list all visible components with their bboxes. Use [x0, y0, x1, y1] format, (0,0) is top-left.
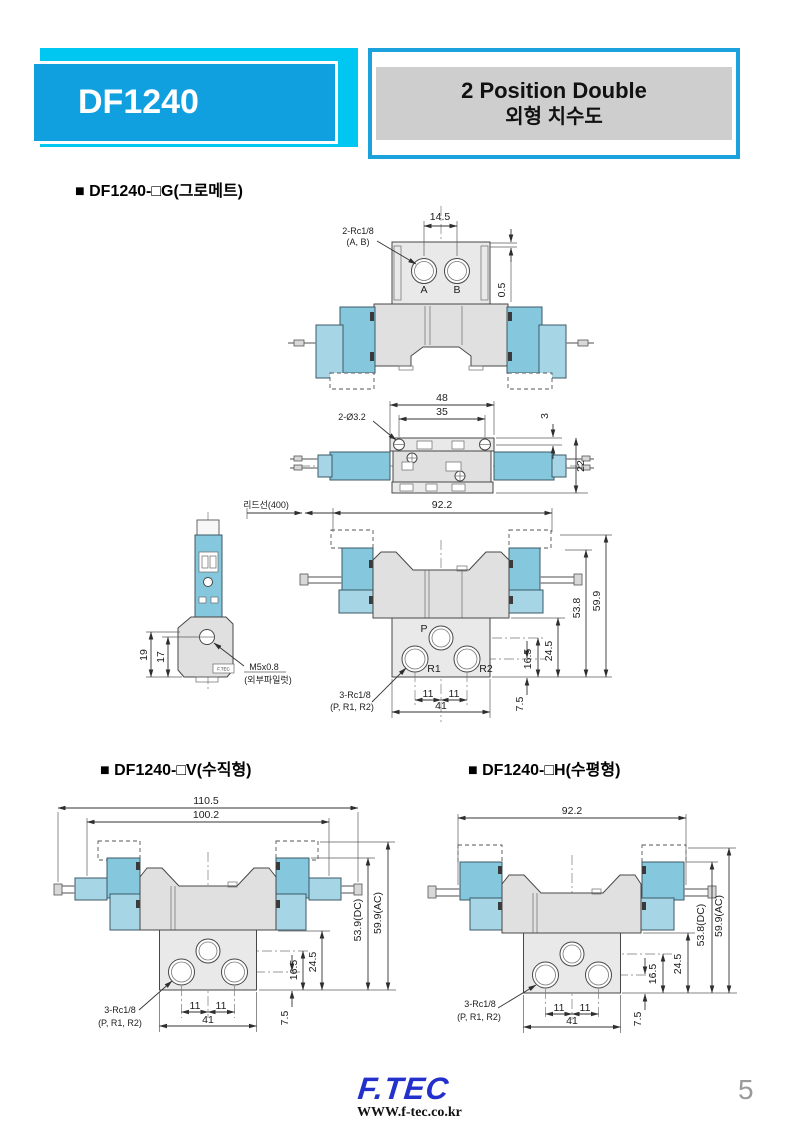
dim-110-5: 110.5 [193, 795, 219, 807]
dimension-lines [376, 221, 517, 302]
page-title-line2: 외형 치수도 [505, 106, 603, 129]
solenoid-left-plan [290, 451, 391, 481]
port-b-hole [444, 258, 470, 284]
solenoid-side [194, 534, 223, 618]
dimension-lines [57, 805, 396, 1032]
section-label-horizontal: ■ DF1240-□H(수평형) [468, 762, 621, 779]
page-title-line1: 2 Position Double [461, 77, 647, 103]
dim-0-5: 0.5 [496, 283, 508, 298]
port-a-hole [411, 258, 437, 284]
solenoid-left-h [427, 844, 504, 931]
section-label-grommet: ■ DF1240-□G(그로메트) [75, 183, 244, 200]
drawing-g-side-view: F.TEC 19 17 M5x0.8 (외부파일럿) [138, 512, 292, 690]
dim-16-5: 16.5 [522, 649, 534, 670]
port-r2-hole [453, 645, 481, 673]
dim-92-2: 92.2 [432, 499, 453, 511]
drawing-h-view: 92.2 53.8(DC) 59.9(AC) 16.5 24.5 7.5 11 … [427, 805, 737, 1033]
dim-3: 3 [539, 413, 551, 419]
valve-body [373, 303, 509, 367]
dim-48: 48 [436, 392, 448, 404]
port-r1-label: R1 [427, 663, 441, 675]
dim-35: 35 [436, 406, 448, 418]
dimension-lines [246, 508, 612, 718]
lead-wire-label: 리드선(400) [243, 500, 289, 510]
dim-24-5-v: 24.5 [307, 952, 319, 973]
model-name: DF1240 [78, 83, 199, 121]
dim-22: 22 [575, 460, 587, 472]
dim-11-right: 11 [449, 688, 460, 700]
dim-7-5-h: 7.5 [632, 1012, 644, 1027]
solenoid-left [288, 306, 376, 390]
dimension-lines [372, 401, 588, 494]
port-p-hole [428, 625, 454, 651]
website-url: WWW.f-tec.co.kr [357, 1105, 462, 1120]
dim-11-left: 11 [423, 688, 434, 700]
valve-body-h [501, 874, 642, 934]
dim-92-2-h: 92.2 [562, 805, 583, 817]
port-b-label: B [453, 284, 460, 296]
drawing-g-plan-view: 48 35 2-Ø3.2 3 22 [290, 392, 594, 494]
port-a-label: A [420, 284, 427, 296]
dimension-lines [457, 814, 737, 1033]
section-label-vertical: ■ DF1240-□V(수직형) [100, 762, 252, 779]
drawing-g-top-view: A B [288, 206, 594, 390]
dim-dc-v: 53.9(DC) [352, 899, 364, 942]
dim-19: 19 [138, 649, 150, 661]
dim-ac-h: 59.9(AC) [713, 895, 725, 937]
solenoid-right-v [272, 840, 363, 931]
callout-ab: (A, B) [346, 237, 369, 247]
dim-11-right-v: 11 [216, 1000, 227, 1012]
dim-100-2: 100.2 [193, 809, 219, 821]
solenoid-right-front [506, 529, 583, 614]
callout-pilot: (외부파일럿) [244, 674, 291, 685]
dim-ac-v: 59.9(AC) [372, 892, 384, 934]
callout-pr1r2: (P, R1, R2) [330, 702, 374, 712]
callout-3rc18: 3-Rc1/8 [339, 690, 371, 700]
body-brand-label: F.TEC [217, 667, 230, 672]
dim-41-h: 41 [566, 1015, 578, 1027]
callout-m5: M5x0.8 [249, 662, 279, 672]
drawing-v-view: 110.5 100.2 53.9(DC) 59.9(AC) 16.5 24.5 … [53, 795, 396, 1032]
port-r2-label: R2 [479, 663, 493, 675]
callout-2d32: 2-Ø3.2 [338, 412, 366, 422]
dim-11-left-h: 11 [554, 1002, 565, 1014]
dim-11-left-v: 11 [190, 1000, 201, 1012]
solenoid-left-v [53, 840, 144, 931]
drawing-g-front-view: P R1 R2 [243, 499, 612, 722]
port-block-ab [391, 241, 491, 305]
callout-pr1r2-v: (P, R1, R2) [98, 1018, 142, 1028]
port-p-label: P [420, 623, 427, 635]
dim-24-5-h: 24.5 [672, 954, 684, 975]
dim-16-5-v: 16.5 [288, 960, 300, 981]
page-title-box: 2 Position Double 외형 치수도 [368, 48, 740, 159]
callout-2rc18: 2-Rc1/8 [342, 226, 374, 236]
dim-41-v: 41 [202, 1014, 214, 1026]
ftec-logo: F.TEC [356, 1071, 452, 1106]
dim-59-9: 59.9 [591, 591, 603, 612]
dim-7-5: 7.5 [514, 697, 526, 712]
valve-body-front [372, 551, 510, 619]
mount-plate [389, 437, 495, 452]
model-badge: DF1240 [31, 61, 338, 144]
dim-53-8: 53.8 [571, 598, 583, 619]
dim-24-5: 24.5 [543, 641, 555, 662]
callout-pr1r2-h: (P, R1, R2) [457, 1012, 501, 1022]
dim-16-5-h: 16.5 [647, 964, 659, 985]
page-number: 5 [738, 1074, 754, 1105]
dim-7-5-v: 7.5 [279, 1011, 291, 1026]
dim-41: 41 [435, 700, 447, 712]
callout-3rc18-h: 3-Rc1/8 [464, 999, 496, 1009]
page-title-band: 2 Position Double 외형 치수도 [376, 66, 732, 141]
callout-3rc18-v: 3-Rc1/8 [104, 1005, 136, 1015]
dimension-lines [146, 631, 286, 678]
dim-11-right-h: 11 [580, 1002, 591, 1014]
solenoid-left-front [299, 529, 376, 614]
dim-dc-h: 53.8(DC) [695, 904, 707, 947]
solenoid-right-plan [493, 451, 594, 481]
dim-14-5: 14.5 [430, 211, 451, 223]
dim-17: 17 [155, 651, 167, 663]
solenoid-right [506, 306, 594, 390]
